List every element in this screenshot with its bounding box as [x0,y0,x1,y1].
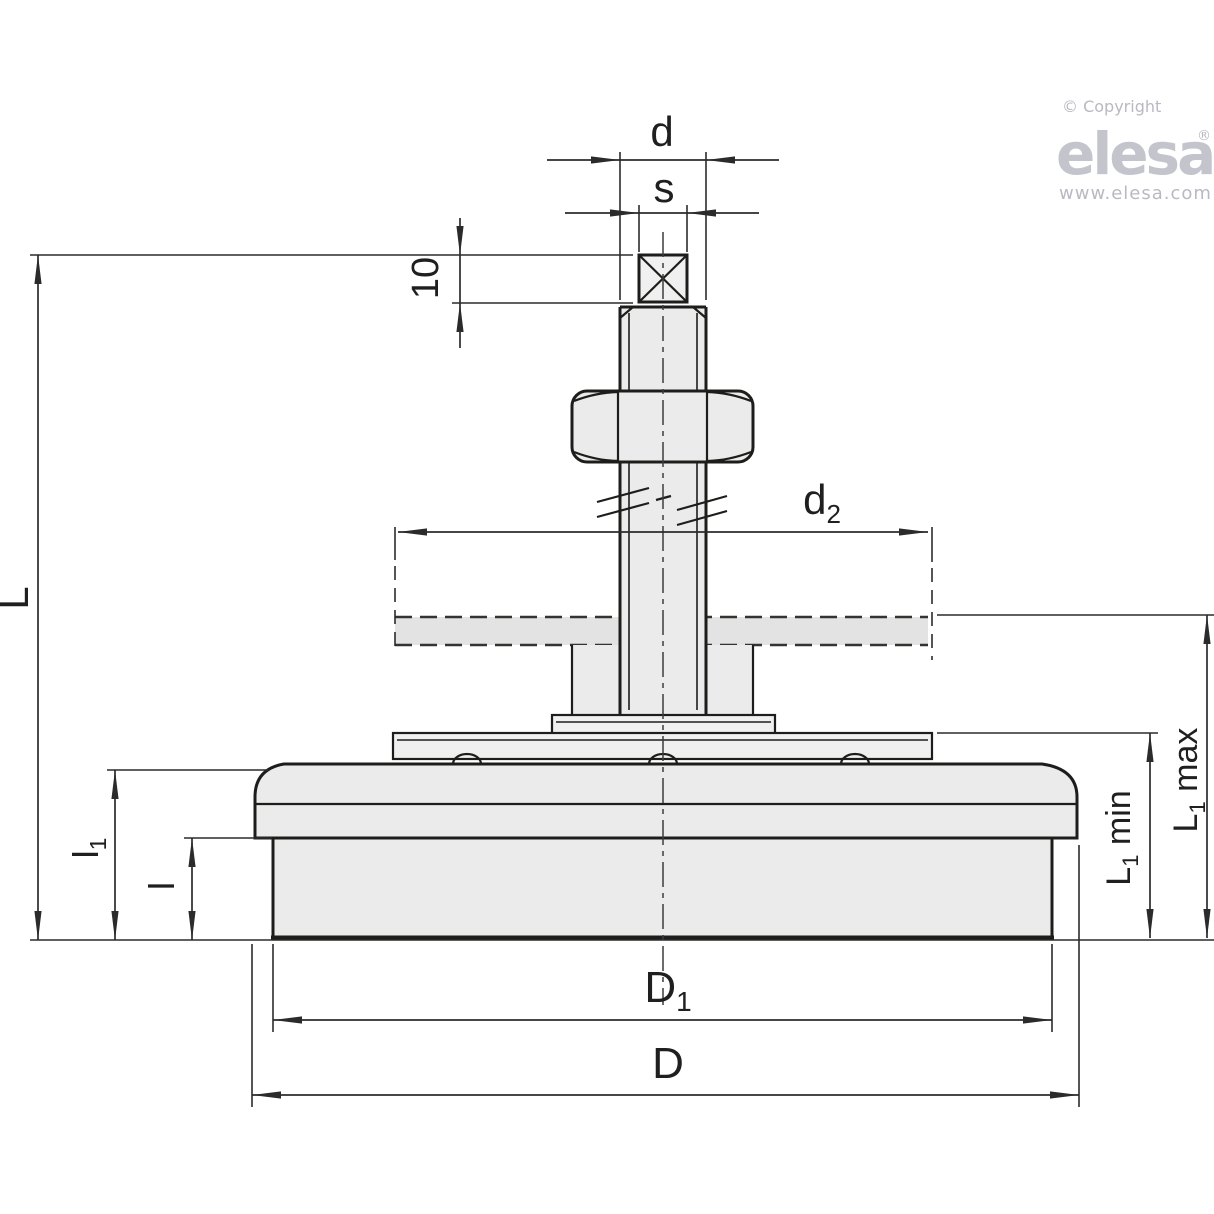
copyright-text: © Copyright [1062,97,1161,116]
elesa-logo: elesa [1056,120,1213,188]
elesa-watermark: © Copyright elesa ® www.elesa.com [1056,97,1214,204]
threaded-stud [618,305,708,717]
dim-label-L1-min: L1 min [1100,790,1143,885]
dim-label-L: L [0,586,37,609]
dim-label-D: D [652,1039,684,1088]
elesa-website-text: www.elesa.com [1059,183,1212,204]
cap-bump-right [839,752,871,765]
dim-label-d: d [650,108,673,155]
dim-label-d2: d2 [803,476,841,529]
dim-label-D1: D1 [644,963,691,1017]
dim-label-l: l [141,882,182,890]
foot-cap [253,752,1079,840]
registered-mark: ® [1197,128,1211,144]
dim-label-s: s [654,164,675,211]
break-symbol [596,486,728,527]
dim-label-l1: l1 [65,838,111,859]
dim-label-10: 10 [405,257,447,299]
dimension-lines [34,156,1211,1099]
cap-bump-left [451,752,483,765]
dim-label-L1-max: L1 max [1167,728,1210,833]
